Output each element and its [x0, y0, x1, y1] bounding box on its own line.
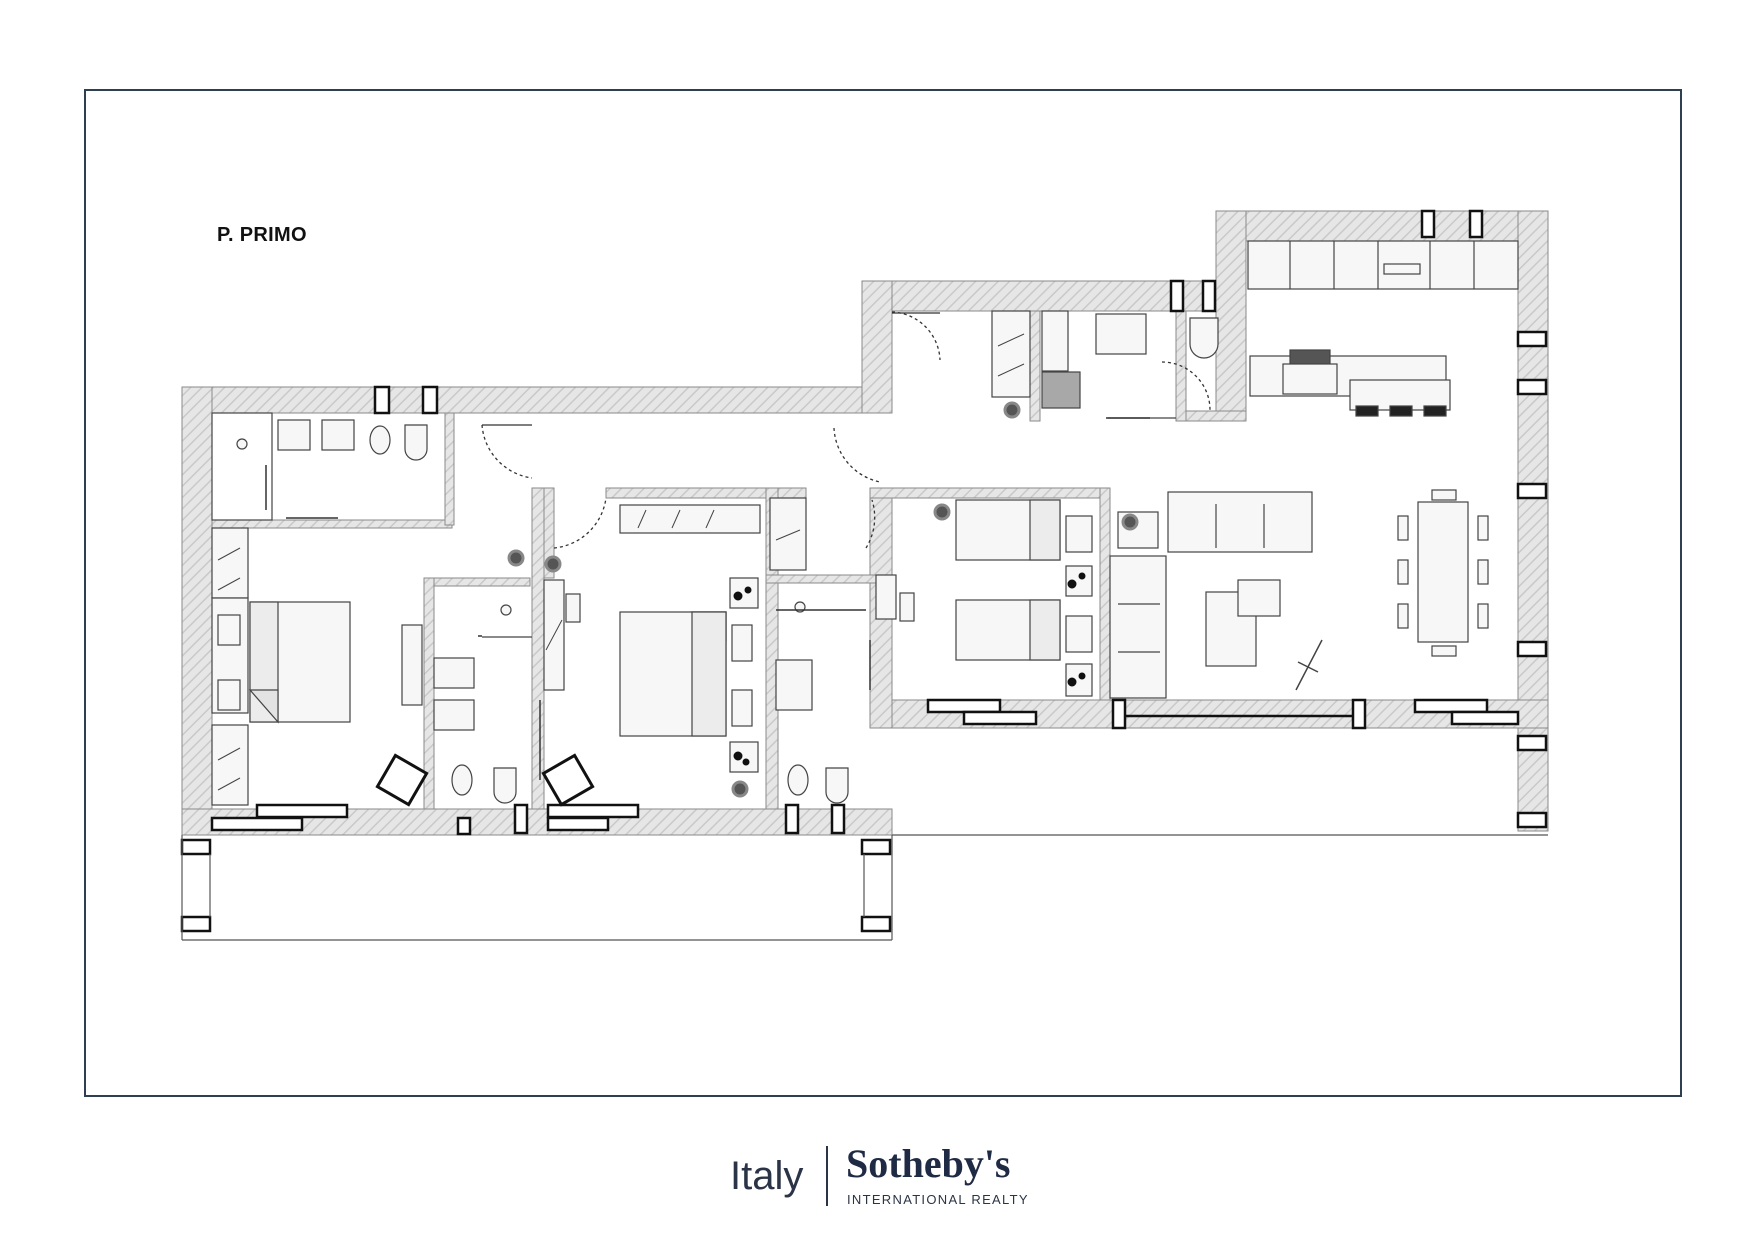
logo-divider	[826, 1146, 828, 1206]
logo-country: Italy	[730, 1154, 804, 1198]
windows	[180, 209, 1548, 933]
drawing-frame	[84, 89, 1682, 1097]
fixture-points	[507, 401, 1139, 798]
shower-screens	[265, 417, 1150, 780]
floor-label: P. PRIMO	[217, 224, 307, 246]
lamp-symbols	[733, 572, 1086, 766]
sliding-windows	[210, 698, 1520, 836]
brand-logo: Italy Sotheby's INTERNATIONAL REALTY	[730, 1140, 1050, 1210]
logo-subtitle: INTERNATIONAL REALTY	[847, 1192, 1029, 1207]
terrace-lines	[181, 834, 1548, 941]
doors	[481, 311, 1211, 549]
interior-walls	[211, 310, 1247, 810]
logo-brand: Sotheby's	[846, 1141, 1011, 1186]
furniture	[211, 240, 1519, 807]
